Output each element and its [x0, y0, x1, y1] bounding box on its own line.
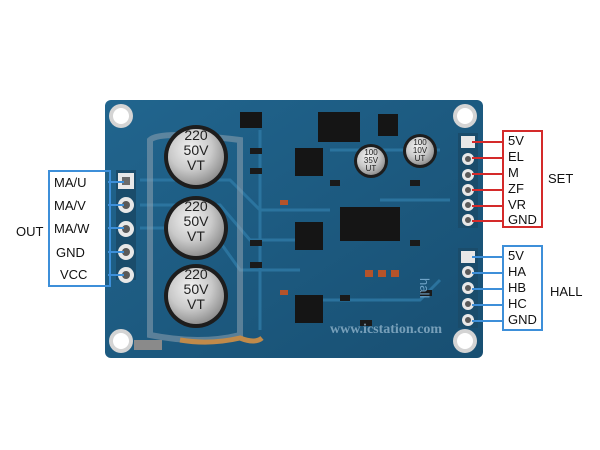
set-pin-zf: ZF	[508, 181, 524, 196]
small-capacitor-1-series: UT	[365, 164, 377, 173]
large-capacitors	[164, 125, 228, 328]
watermark: www.icstation.com	[330, 322, 442, 337]
hall-pins-box	[502, 245, 543, 331]
bottom-wire	[179, 335, 264, 345]
set-connector-lines	[472, 141, 502, 222]
set-pin-vr: VR	[508, 197, 527, 212]
small-capacitor-2-voltage: 10V	[412, 146, 428, 155]
smd-components	[250, 148, 432, 326]
capacitor-2-series: VT	[187, 228, 205, 244]
hall-pin-hb: HB	[508, 280, 527, 295]
small-capacitor-1-voltage: 35V	[363, 156, 379, 165]
small-capacitor-1-label: 100 35V UT	[360, 149, 382, 173]
capacitor-1-voltage: 50V	[183, 142, 209, 158]
mounting-holes	[109, 104, 477, 353]
bottom-connector	[134, 340, 162, 350]
hall-pin-5v: 5V	[508, 248, 524, 263]
hall-group-title: HALL	[550, 284, 583, 299]
capacitor-1-label: 220 50V VT	[178, 128, 214, 173]
capacitor-3-series: VT	[187, 296, 205, 312]
set-pin-5v: 5V	[508, 133, 524, 148]
set-pin-m: M	[508, 165, 519, 180]
ceramic-caps	[280, 200, 399, 295]
hall-header	[458, 248, 478, 328]
capacitor-3-value: 220	[184, 266, 208, 282]
capacitor-2-label: 220 50V VT	[178, 199, 214, 244]
small-capacitor-1-value: 100	[364, 148, 378, 157]
out-pin-vcc: VCC	[60, 267, 88, 282]
out-pin-ma-w: MA/W	[54, 221, 90, 236]
out-connector-lines	[108, 181, 124, 276]
capacitor-1-value: 220	[184, 127, 208, 143]
hall-connector-lines	[472, 256, 502, 322]
out-pin-ma-u: MA/U	[54, 175, 87, 190]
hall-pin-gnd: GND	[508, 312, 537, 327]
ic-chips	[240, 112, 400, 323]
capacitor-3-label: 220 50V VT	[178, 267, 214, 312]
out-pin-ma-v: MA/V	[54, 198, 86, 213]
out-pin-gnd: GND	[56, 245, 85, 260]
small-capacitor-2-value: 100	[413, 138, 427, 147]
set-group-title: SET	[548, 171, 574, 186]
hall-silkscreen: hall	[417, 278, 432, 299]
set-pin-el: EL	[508, 149, 524, 164]
hall-pin-ha: HA	[508, 264, 527, 279]
capacitor-3-voltage: 50V	[183, 281, 209, 297]
small-capacitor-2-label: 100 10V UT	[409, 139, 431, 163]
set-pins-box	[502, 130, 543, 228]
capacitor-2-value: 220	[184, 198, 208, 214]
small-capacitors	[354, 134, 437, 178]
hall-pin-hc: HC	[508, 296, 527, 311]
out-group-title: OUT	[16, 224, 44, 239]
capacitor-2-voltage: 50V	[183, 213, 209, 229]
set-header	[458, 133, 478, 228]
capacitor-1-series: VT	[187, 157, 205, 173]
small-capacitor-2-series: UT	[414, 154, 426, 163]
set-pin-gnd: GND	[508, 212, 537, 227]
